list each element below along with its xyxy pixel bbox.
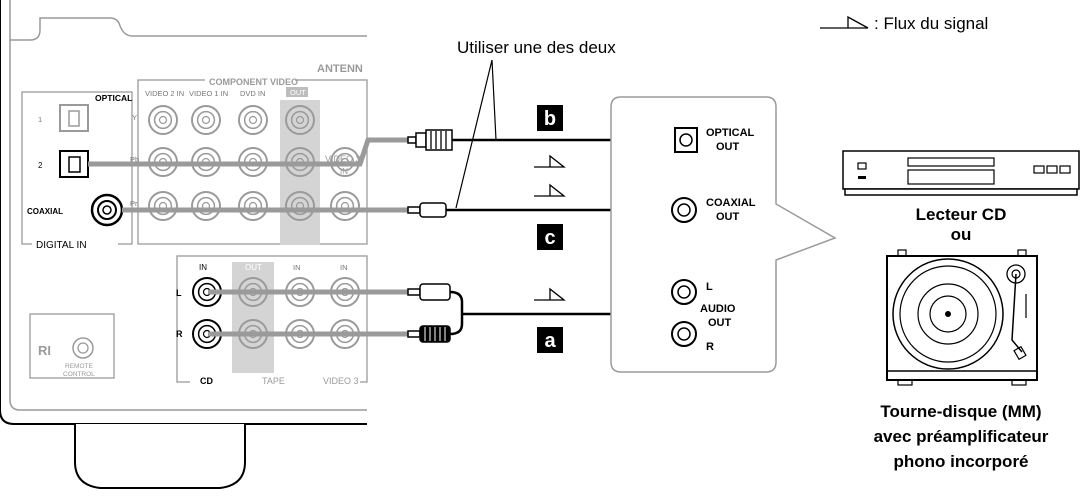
audio-group-tape: TAPE bbox=[262, 376, 285, 386]
audio-col-4: IN bbox=[340, 263, 348, 272]
optical-port-1-label: 1 bbox=[38, 115, 42, 124]
audio-col-1: IN bbox=[199, 263, 207, 272]
video-col-out: OUT bbox=[290, 88, 306, 97]
coaxial-input-jack[interactable] bbox=[90, 193, 124, 227]
or-caption: ou bbox=[951, 225, 972, 244]
svg-text:a: a bbox=[544, 330, 556, 352]
receiver-foot bbox=[74, 424, 246, 489]
either-one-note: Utiliser une des deux bbox=[457, 38, 616, 57]
video-col-2: VIDEO 1 IN bbox=[189, 89, 228, 98]
ri-box bbox=[29, 313, 115, 379]
audio-row-r: R bbox=[176, 329, 183, 339]
svg-text:c: c bbox=[544, 227, 555, 249]
turntable-icon bbox=[886, 249, 1038, 386]
optical-port-1 bbox=[59, 104, 89, 132]
component-video-jack bbox=[285, 191, 315, 221]
optical-out-label-2: OUT bbox=[716, 141, 740, 153]
audio-col-3: IN bbox=[293, 263, 301, 272]
component-video-label: COMPONENT VIDEO bbox=[209, 77, 298, 87]
remote-control-jack bbox=[72, 337, 94, 359]
optical-out-port[interactable] bbox=[674, 127, 698, 153]
signal-flow-legend: : Flux du signal bbox=[820, 14, 988, 33]
signal-arrow-optical bbox=[534, 154, 566, 168]
ri-logo: RI bbox=[38, 343, 51, 358]
turntable-caption-2: avec préamplificateur bbox=[874, 427, 1049, 446]
video3-label: VIDEO 3 bbox=[325, 154, 361, 164]
video3-in-label: IN bbox=[340, 167, 348, 176]
signal-flow-arrows bbox=[534, 154, 566, 301]
optical-plug-left bbox=[407, 129, 453, 151]
audio-out-r-label: R bbox=[706, 341, 714, 353]
video-row-pr: Pr bbox=[130, 199, 138, 208]
component-video-jack bbox=[191, 105, 221, 135]
audio-col-2: OUT bbox=[245, 263, 262, 272]
component-video-jack bbox=[238, 105, 268, 135]
legend-arrow-icon bbox=[820, 15, 869, 29]
audio-row-l: L bbox=[176, 288, 182, 298]
component-video-jack bbox=[148, 105, 178, 135]
source-output-panel: OPTICAL OUT COAXIAL OUT L AUDIO OUT R bbox=[610, 96, 837, 373]
audio-out-label-1: AUDIO bbox=[700, 303, 736, 315]
signal-arrow-audio bbox=[534, 287, 566, 301]
receiver-rear-panel: ANTENN OPTICAL 1 2 COAXIAL DIGITAL IN CO… bbox=[0, 0, 368, 489]
optical-label: OPTICAL bbox=[95, 93, 132, 103]
component-video-jack bbox=[148, 191, 178, 221]
video-row-pb: Pb bbox=[130, 155, 139, 164]
audio-out-l-jack[interactable] bbox=[671, 279, 697, 305]
coaxial-out-jack[interactable] bbox=[671, 197, 697, 223]
legend-text: : Flux du signal bbox=[874, 14, 988, 33]
turntable-caption-3: phono incorporé bbox=[893, 452, 1028, 471]
component-video-jack bbox=[285, 105, 315, 135]
audio-group-cd: CD bbox=[200, 376, 213, 386]
audio-plug-r-left bbox=[407, 325, 451, 343]
video-col-1: VIDEO 2 IN bbox=[145, 89, 184, 98]
video-row-y: Y bbox=[132, 113, 137, 122]
remote-label-1: REMOTE bbox=[65, 363, 93, 370]
badge-b: b bbox=[537, 105, 563, 131]
audio-group-video3: VIDEO 3 bbox=[323, 376, 359, 386]
optical-cable-receiver-side bbox=[88, 137, 408, 167]
coaxial-out-label-1: COAXIAL bbox=[706, 197, 756, 209]
audio-plug-l-left bbox=[407, 283, 451, 301]
badge-c: c bbox=[537, 224, 563, 250]
antenna-label: ANTENN bbox=[317, 63, 363, 75]
coaxial-plug-left bbox=[407, 202, 447, 218]
note-pointer-lines bbox=[455, 59, 497, 209]
optical-port-2-label: 2 bbox=[38, 161, 43, 170]
audio-out-r-jack[interactable] bbox=[671, 321, 697, 347]
coaxial-label: COAXIAL bbox=[27, 207, 63, 216]
turntable-caption-1: Tourne-disque (MM) bbox=[880, 402, 1041, 421]
remote-label-2: CONTROL bbox=[63, 371, 95, 378]
signal-arrow-coaxial bbox=[534, 183, 566, 197]
audio-cable-pair bbox=[449, 290, 620, 336]
cd-player-caption: Lecteur CD bbox=[916, 205, 1007, 224]
optical-port-2[interactable] bbox=[59, 150, 89, 178]
svg-text:b: b bbox=[544, 108, 556, 130]
digital-in-label: DIGITAL IN bbox=[36, 240, 87, 251]
audio-out-l-label: L bbox=[706, 281, 713, 293]
cd-player-icon bbox=[842, 150, 1080, 196]
badge-a: a bbox=[537, 327, 563, 353]
audio-out-label-2: OUT bbox=[708, 317, 732, 329]
optical-out-label-1: OPTICAL bbox=[706, 127, 755, 139]
coaxial-out-label-2: OUT bbox=[716, 211, 740, 223]
video-col-3: DVD IN bbox=[240, 89, 265, 98]
